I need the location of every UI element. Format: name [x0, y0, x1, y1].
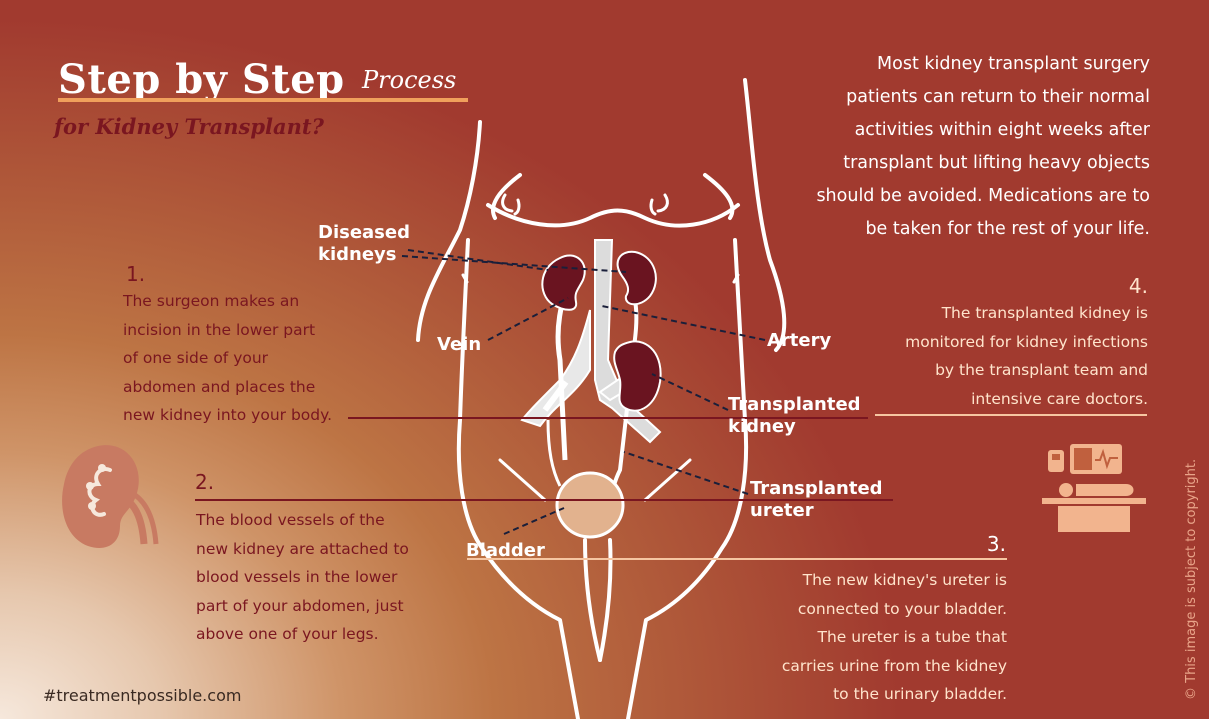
step-line: connected to your bladder.: [797, 599, 1007, 618]
label-diseased-kidneys: Diseased kidneys: [318, 222, 410, 266]
label-line: ureter: [750, 500, 814, 521]
navel-marks: [461, 193, 740, 502]
copyright-notice: © This image is subject to copyright.: [1184, 458, 1199, 700]
step-line: The blood vessels of the: [196, 511, 385, 529]
transplanted-kidney-shape: [613, 340, 662, 412]
intro-line: be taken for the rest of your life.: [865, 219, 1150, 239]
page-title-process: Process: [362, 66, 457, 94]
step-line: intensive care doctors.: [971, 389, 1148, 408]
step-4-text: The transplanted kidney is monitored for…: [858, 299, 1148, 413]
bladder-shape: [555, 471, 625, 539]
step-line: abdomen and places the: [123, 377, 316, 396]
step-line: new kidney into your body.: [123, 406, 332, 424]
step-line: of one side of your: [123, 349, 269, 367]
step-2-text: The blood vessels of the new kidney are …: [196, 506, 436, 649]
intro-line: should be avoided. Medications are to: [816, 186, 1150, 206]
step-line: to the urinary bladder.: [833, 685, 1007, 703]
page-subtitle: for Kidney Transplant?: [54, 114, 324, 139]
step-4-number: 4.: [1128, 274, 1148, 298]
kidney-icon: [62, 445, 159, 548]
step-2-number: 2.: [195, 470, 215, 494]
label-vein: Vein: [437, 334, 482, 355]
hospital-bed-monitor-icon: [1042, 444, 1146, 532]
title-underline: [58, 98, 468, 102]
step-line: by the transplant team and: [935, 361, 1148, 379]
step-line: The transplanted kidney is: [941, 304, 1148, 322]
step-line: carries urine from the kidney: [781, 656, 1007, 675]
intro-line: activities within eight weeks after: [854, 120, 1150, 140]
step-4-divider: [875, 414, 1147, 416]
step-line: The surgeon makes an: [123, 292, 300, 310]
label-artery: Artery: [767, 330, 832, 351]
step-line: blood vessels in the lower: [196, 568, 398, 586]
label-bladder: Bladder: [466, 540, 545, 561]
label-transplanted-ureter: Transplanted ureter: [750, 478, 883, 522]
website-url: #treatmentpossible.com: [43, 686, 242, 705]
step-line: The ureter is a tube that: [817, 628, 1007, 646]
step-line: incision in the lower part: [123, 320, 316, 339]
step-3-number: 3.: [986, 532, 1006, 556]
label-line: Transplanted: [728, 394, 861, 415]
step-line: above one of your legs.: [196, 625, 379, 643]
step-line: The new kidney's ureter is: [802, 571, 1007, 589]
label-line: Diseased: [318, 222, 410, 243]
diseased-kidney-right: [616, 250, 657, 306]
step-line: monitored for kidney infections: [905, 332, 1148, 351]
label-transplanted-kidney: Transplanted kidney: [728, 394, 861, 438]
intro-line: transplant but lifting heavy objects: [843, 153, 1150, 173]
body-outline: [416, 78, 787, 719]
step-line: new kidney are attached to: [196, 539, 409, 558]
label-line: Transplanted: [750, 478, 883, 499]
step-1-text: The surgeon makes an incision in the low…: [123, 287, 353, 430]
page-title: Step by Step: [58, 56, 345, 103]
step-1-number: 1.: [126, 262, 146, 286]
label-line: kidneys: [318, 244, 397, 265]
diseased-kidney-left: [541, 254, 586, 311]
label-line: kidney: [728, 416, 796, 437]
step-3-divider: [467, 558, 1007, 560]
intro-line: Most kidney transplant surgery: [877, 54, 1150, 74]
step-1-divider: [348, 417, 868, 419]
step-2-divider: [195, 499, 893, 501]
step-line: part of your abdomen, just: [196, 596, 404, 615]
step-3-text: The new kidney's ureter is connected to …: [747, 566, 1007, 709]
intro-paragraph: Most kidney transplant surgery patients …: [770, 48, 1150, 246]
intro-line: patients can return to their normal: [846, 87, 1150, 107]
label-pointer-lines: [401, 249, 766, 535]
